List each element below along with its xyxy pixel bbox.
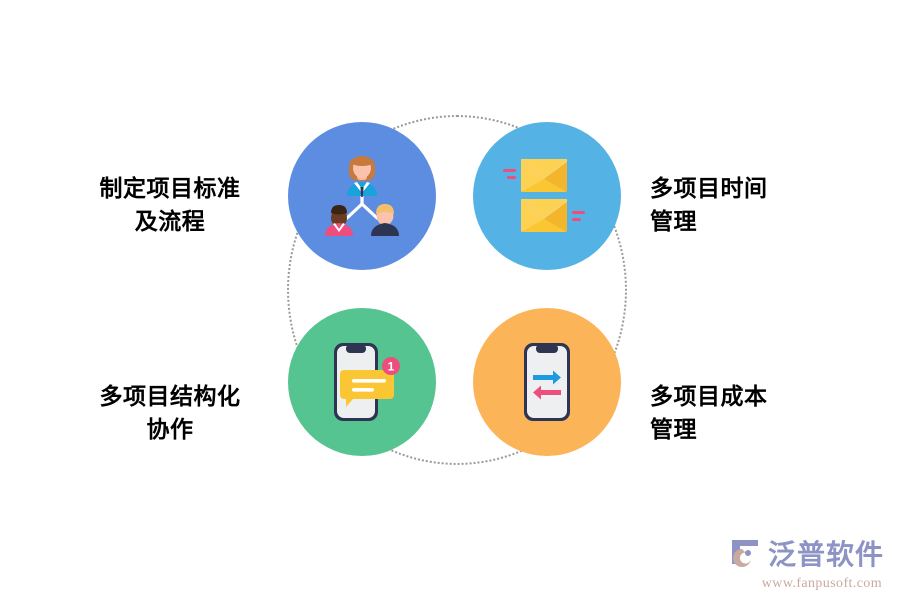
node-label-bottom-left: 多项目结构化 协作 (99, 383, 241, 443)
phone-chat-notification-icon: 1 (322, 339, 402, 425)
node-circle-bottom-left[interactable]: 1 (288, 308, 436, 456)
watermark: 泛普软件 www.fanpusoft.com (728, 536, 884, 592)
watermark-brand-text: 泛普软件 (767, 538, 884, 570)
node-circle-top-left[interactable] (288, 122, 436, 270)
node-label-top-left: 制定项目标准 及流程 (99, 175, 241, 235)
node-circle-bottom-right[interactable] (473, 308, 621, 456)
watermark-brand-row: 泛普软件 (728, 536, 884, 573)
fanpu-logo-icon (728, 536, 764, 573)
node-label-bottom-right: 多项目成本 管理 (650, 383, 768, 443)
watermark-url: www.fanpusoft.com (761, 576, 882, 591)
dotted-connector-ring (287, 115, 627, 465)
node-circle-top-right[interactable] (473, 122, 621, 270)
envelopes-icon (497, 153, 597, 239)
team-hierarchy-icon (319, 156, 405, 236)
phone-transfer-arrows-icon (518, 339, 576, 425)
node-label-top-right: 多项目时间 管理 (650, 175, 768, 235)
notification-badge-count: 1 (388, 360, 395, 374)
